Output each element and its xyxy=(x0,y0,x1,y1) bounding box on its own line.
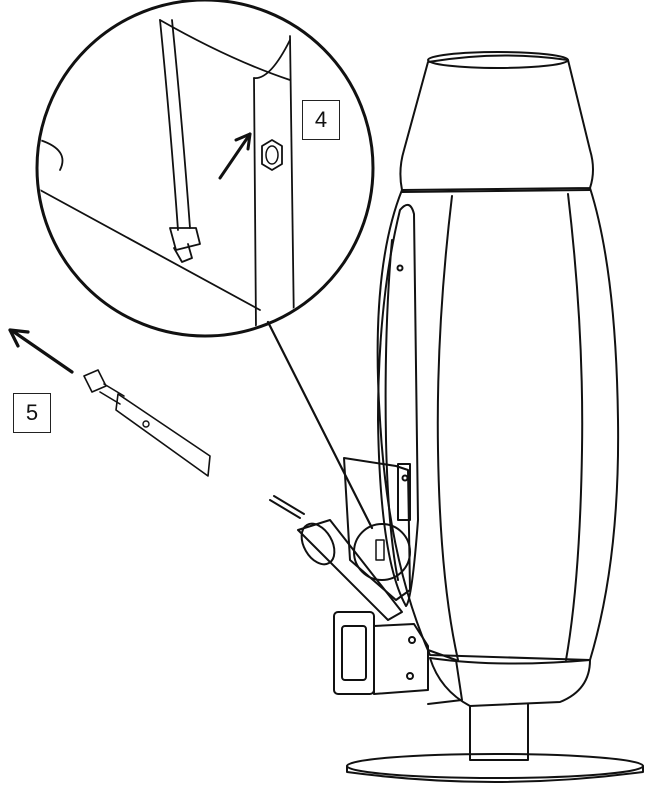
burner-pipe-end xyxy=(300,522,336,566)
heater-body xyxy=(346,51,644,783)
burner-assembly xyxy=(269,457,463,705)
mag-vertical-2 xyxy=(289,35,295,331)
heater-base-plate xyxy=(346,753,644,779)
magnifier-leader xyxy=(266,320,374,530)
heater-panel-right xyxy=(565,193,584,661)
gas-flange-inner xyxy=(341,625,367,681)
arrow-up-left-head xyxy=(8,328,30,348)
heater-panel-left xyxy=(436,195,459,661)
mag-rail-top xyxy=(159,19,291,81)
hex-nut xyxy=(261,139,283,171)
gas-valve-link xyxy=(427,649,463,705)
mag-connector xyxy=(169,227,201,251)
arrow-up-right-head xyxy=(234,132,252,151)
magnified-detail xyxy=(35,0,375,338)
mag-rail-diagonal xyxy=(39,189,261,311)
gas-flange xyxy=(333,611,375,695)
electrode-tip xyxy=(83,369,107,393)
gas-valve-body xyxy=(373,623,429,695)
side-panel xyxy=(377,203,419,607)
hex-nut-face xyxy=(265,145,279,165)
bracket-tab xyxy=(397,463,411,521)
mag-bracket-left xyxy=(39,139,64,171)
mag-corner xyxy=(253,39,291,79)
electrode-hole xyxy=(142,420,150,428)
heater-top-rim xyxy=(427,51,569,69)
heater-pedestal xyxy=(469,703,529,761)
removed-electrode xyxy=(83,369,211,477)
heater-main-shell xyxy=(376,187,620,661)
bracket-plate xyxy=(343,457,411,601)
heater-body-band xyxy=(401,189,591,193)
step-5-label: 5 xyxy=(13,393,51,433)
bracket-screw xyxy=(401,474,409,482)
pipe-wire xyxy=(269,499,301,519)
side-panel-outline xyxy=(377,203,419,607)
electrode-blade xyxy=(115,393,211,477)
mag-panel-edge xyxy=(159,19,179,231)
heater-bottom-band xyxy=(429,657,591,707)
mag-connector-stem xyxy=(173,243,193,263)
burner-pipe xyxy=(297,519,403,621)
mag-panel-edge-2 xyxy=(171,19,191,229)
arrow-up-left-icon xyxy=(12,330,74,374)
mag-vertical-1 xyxy=(253,77,257,331)
gas-valve-screw-2 xyxy=(406,672,414,680)
arrow-up-right-icon xyxy=(218,132,252,180)
side-panel-screw-top xyxy=(396,264,404,272)
magnifier-circle xyxy=(35,0,375,338)
detail-source-part xyxy=(375,539,385,561)
heater-top-cap xyxy=(399,54,594,191)
step-4-label: 4 xyxy=(302,100,340,140)
heater-base-edge xyxy=(346,765,644,783)
gas-valve-screw xyxy=(408,636,416,644)
detail-source-circle xyxy=(353,523,411,581)
side-panel-inner xyxy=(384,239,399,581)
pipe-wire-2 xyxy=(273,495,305,515)
